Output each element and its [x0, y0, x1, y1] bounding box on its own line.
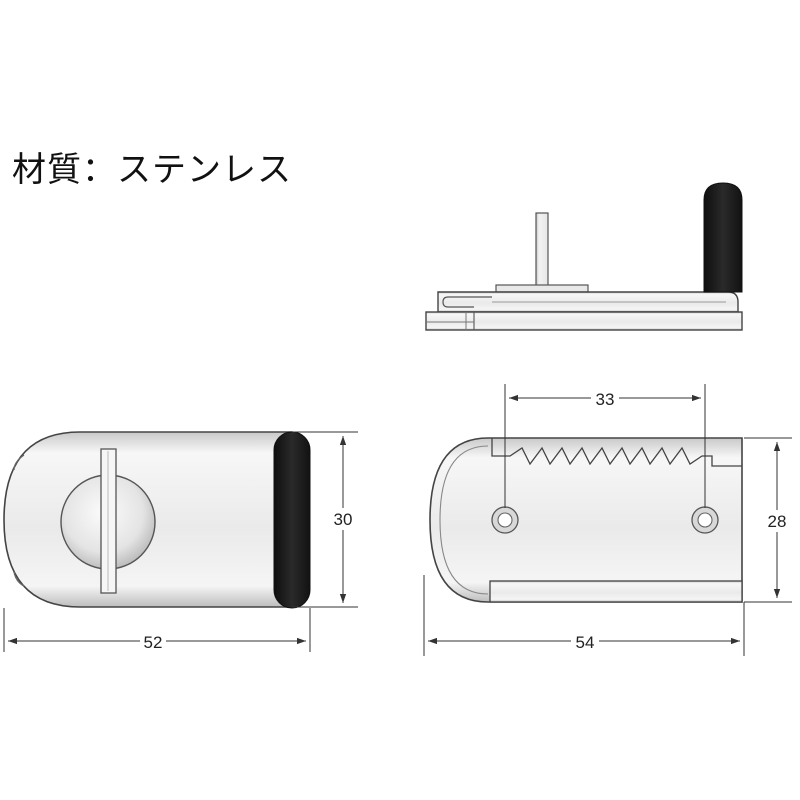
side-view-pin [535, 212, 549, 287]
side-view-rubber-cap [703, 182, 743, 293]
side-view [425, 182, 743, 331]
base-view-screw-hole-right [691, 506, 719, 534]
base-view [429, 437, 743, 603]
dim-base-height-label: 28 [768, 512, 787, 531]
front-view-rubber-end [273, 431, 311, 609]
side-view-base-plate [425, 311, 743, 331]
dim-front-width-label: 52 [144, 633, 163, 652]
dim-hole-spacing-label: 33 [596, 390, 615, 409]
side-view-pin-base [495, 284, 589, 293]
material-label: 材質：ステンレス [12, 150, 292, 190]
base-view-body [429, 437, 743, 603]
front-view [3, 431, 311, 609]
base-view-bottom-rail [489, 580, 743, 603]
side-view-hook [442, 296, 492, 308]
dim-base-width-label: 54 [576, 633, 595, 652]
base-view-screw-hole-left [491, 506, 519, 534]
base-view-serration [491, 438, 742, 467]
dim-front-height-label: 30 [334, 510, 353, 529]
